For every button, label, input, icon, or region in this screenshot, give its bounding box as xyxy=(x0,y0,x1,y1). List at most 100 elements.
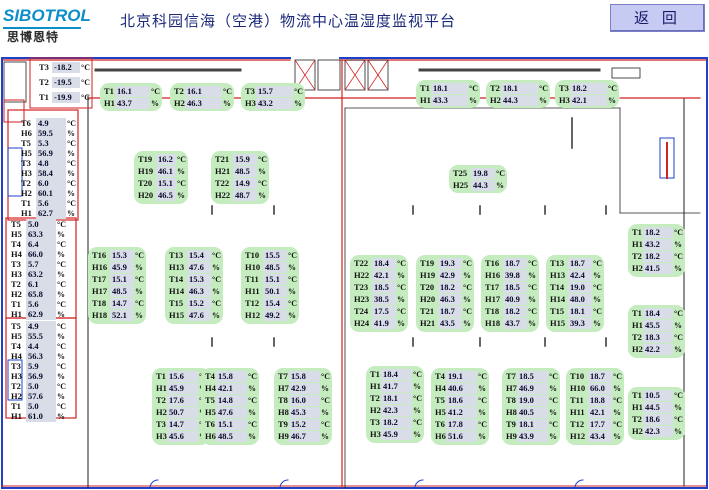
reading-unit: °C xyxy=(57,240,66,249)
reading-value: 5.0 xyxy=(26,381,56,392)
reading-unit: °C xyxy=(288,275,297,284)
reading-unit: °C xyxy=(463,283,472,292)
reading-label: T14 xyxy=(169,274,184,284)
reading-unit: % xyxy=(463,319,471,328)
reading-label: T24 xyxy=(354,306,369,316)
reading-value: 18.2 xyxy=(381,417,412,428)
reading-unit: °C xyxy=(397,283,406,292)
reading-label: T13 xyxy=(169,250,184,260)
reading-label: H1 xyxy=(420,95,431,105)
reading-unit: % xyxy=(212,311,220,320)
reading-label: H6 xyxy=(435,431,446,441)
reading-label: H5 xyxy=(205,407,216,417)
reading-label: H5 xyxy=(21,148,32,158)
reading-value: 47.6 xyxy=(187,310,211,321)
reading-label: H16 xyxy=(92,262,108,272)
reading-unit: % xyxy=(613,408,621,417)
reading-value: 50.7 xyxy=(167,407,198,418)
reading-unit: °C xyxy=(67,159,76,168)
reading-value: 18.1 xyxy=(501,83,538,94)
reading-unit: °C xyxy=(463,259,472,268)
reading-unit: % xyxy=(258,167,266,176)
freezer-reading[interactable]: T1-19.9°C xyxy=(38,92,92,104)
reading-unit: % xyxy=(294,99,302,108)
reading-row: T1-19.9°C xyxy=(38,92,92,103)
reading-label: H11 xyxy=(570,407,585,417)
reading-unit: °C xyxy=(478,372,487,381)
reading-label: T1 xyxy=(104,86,114,96)
reading-unit: °C xyxy=(248,396,257,405)
reading-label: H4 xyxy=(205,383,216,393)
reading-unit: % xyxy=(57,310,65,319)
reading-unit: % xyxy=(67,209,75,218)
reading-value: 18.1 xyxy=(568,306,592,317)
reading-label: H14 xyxy=(550,294,566,304)
reading-value: 18.7 xyxy=(503,258,527,269)
reading-unit: °C xyxy=(463,307,472,316)
back-button[interactable]: 返 回 xyxy=(610,4,705,32)
freezer-reading[interactable]: T3-18.2°C xyxy=(38,62,92,74)
reading-label: H1 xyxy=(11,309,22,319)
reading-label: H12 xyxy=(570,431,586,441)
reading-unit: % xyxy=(212,263,220,272)
reading-label: H2 xyxy=(21,188,32,198)
reading-value: 42.1 xyxy=(588,407,612,418)
freezer-reading[interactable]: T2-19.5°C xyxy=(38,77,92,89)
reading-label: H2 xyxy=(174,98,185,108)
reading-label: T19 xyxy=(420,258,435,268)
reading-value: 42.3 xyxy=(643,426,673,437)
reading-label: H25 xyxy=(453,180,469,190)
reading-unit: % xyxy=(674,240,682,249)
reading-unit: °C xyxy=(496,169,505,178)
reading-value: 42.3 xyxy=(381,405,412,416)
reading-unit: °C xyxy=(478,420,487,429)
reading-unit: % xyxy=(321,384,329,393)
reading-unit: °C xyxy=(67,179,76,188)
